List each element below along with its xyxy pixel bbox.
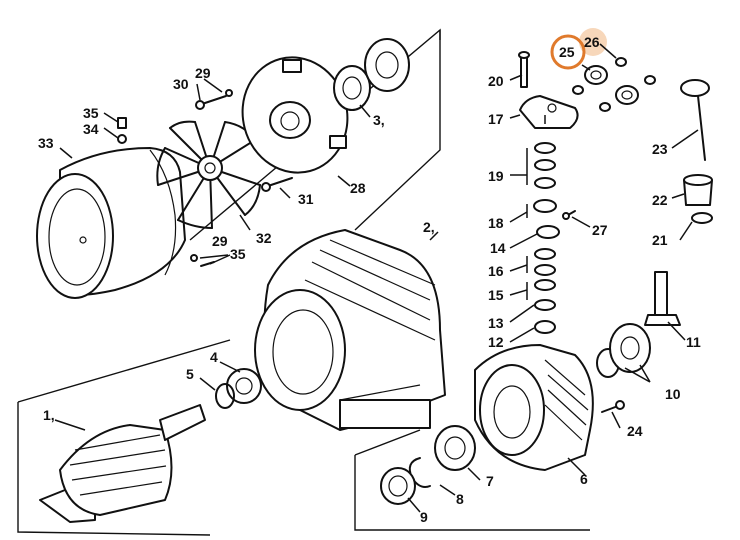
fan-impeller [156, 120, 261, 229]
label-13: 13 [488, 315, 504, 331]
label-22: 22 [652, 192, 668, 208]
label-19: 19 [488, 168, 504, 184]
label-26: 26 [584, 34, 600, 50]
highlight-25 [550, 28, 607, 70]
seal-stack [533, 142, 576, 334]
label-14: 14 [490, 240, 506, 256]
label-24: 24 [627, 423, 643, 439]
label-3: 3, [373, 112, 385, 128]
right-seals [596, 271, 681, 413]
label-20: 20 [488, 73, 504, 89]
valve-cartridges [572, 57, 656, 112]
fan-cover [36, 147, 186, 299]
part-labels: 1, 2, 3, 4 5 6 7 8 9 10 11 12 13 14 15 1… [38, 34, 701, 525]
label-5: 5 [186, 366, 194, 382]
small-screws [117, 89, 293, 267]
valve-head [518, 51, 579, 129]
label-9: 9 [420, 509, 428, 525]
label-34: 34 [83, 121, 99, 137]
label-11: 11 [686, 334, 701, 350]
shaft-bearing [215, 368, 262, 409]
label-8: 8 [456, 491, 464, 507]
label-12: 12 [488, 334, 504, 350]
bearing-upper [333, 38, 410, 111]
stator-housing [254, 229, 446, 431]
end-shield [241, 56, 349, 174]
label-33: 33 [38, 135, 54, 151]
label-25: 25 [559, 44, 575, 60]
lower-bearing-set [380, 425, 476, 505]
label-18: 18 [488, 215, 504, 231]
label-35b: 35 [230, 246, 246, 262]
label-29a: 29 [195, 65, 211, 81]
label-31: 31 [298, 191, 314, 207]
label-23: 23 [652, 141, 668, 157]
label-29b: 29 [212, 233, 228, 249]
label-30: 30 [173, 76, 189, 92]
label-7: 7 [486, 473, 494, 489]
label-16: 16 [488, 263, 504, 279]
label-2: 2, [423, 219, 435, 235]
leader-lines [54, 43, 699, 513]
rotor [39, 404, 206, 523]
label-35a: 35 [83, 105, 99, 121]
label-6: 6 [580, 471, 588, 487]
label-1: 1, [43, 407, 55, 423]
label-4: 4 [210, 349, 218, 365]
label-21: 21 [652, 232, 668, 248]
label-17: 17 [488, 111, 504, 127]
label-10: 10 [665, 386, 681, 402]
pump-housing [474, 344, 594, 471]
label-15: 15 [488, 287, 504, 303]
label-27: 27 [592, 222, 608, 238]
label-32: 32 [256, 230, 272, 246]
group-outlines [17, 28, 590, 536]
label-28: 28 [350, 180, 366, 196]
oil-parts [680, 79, 713, 224]
